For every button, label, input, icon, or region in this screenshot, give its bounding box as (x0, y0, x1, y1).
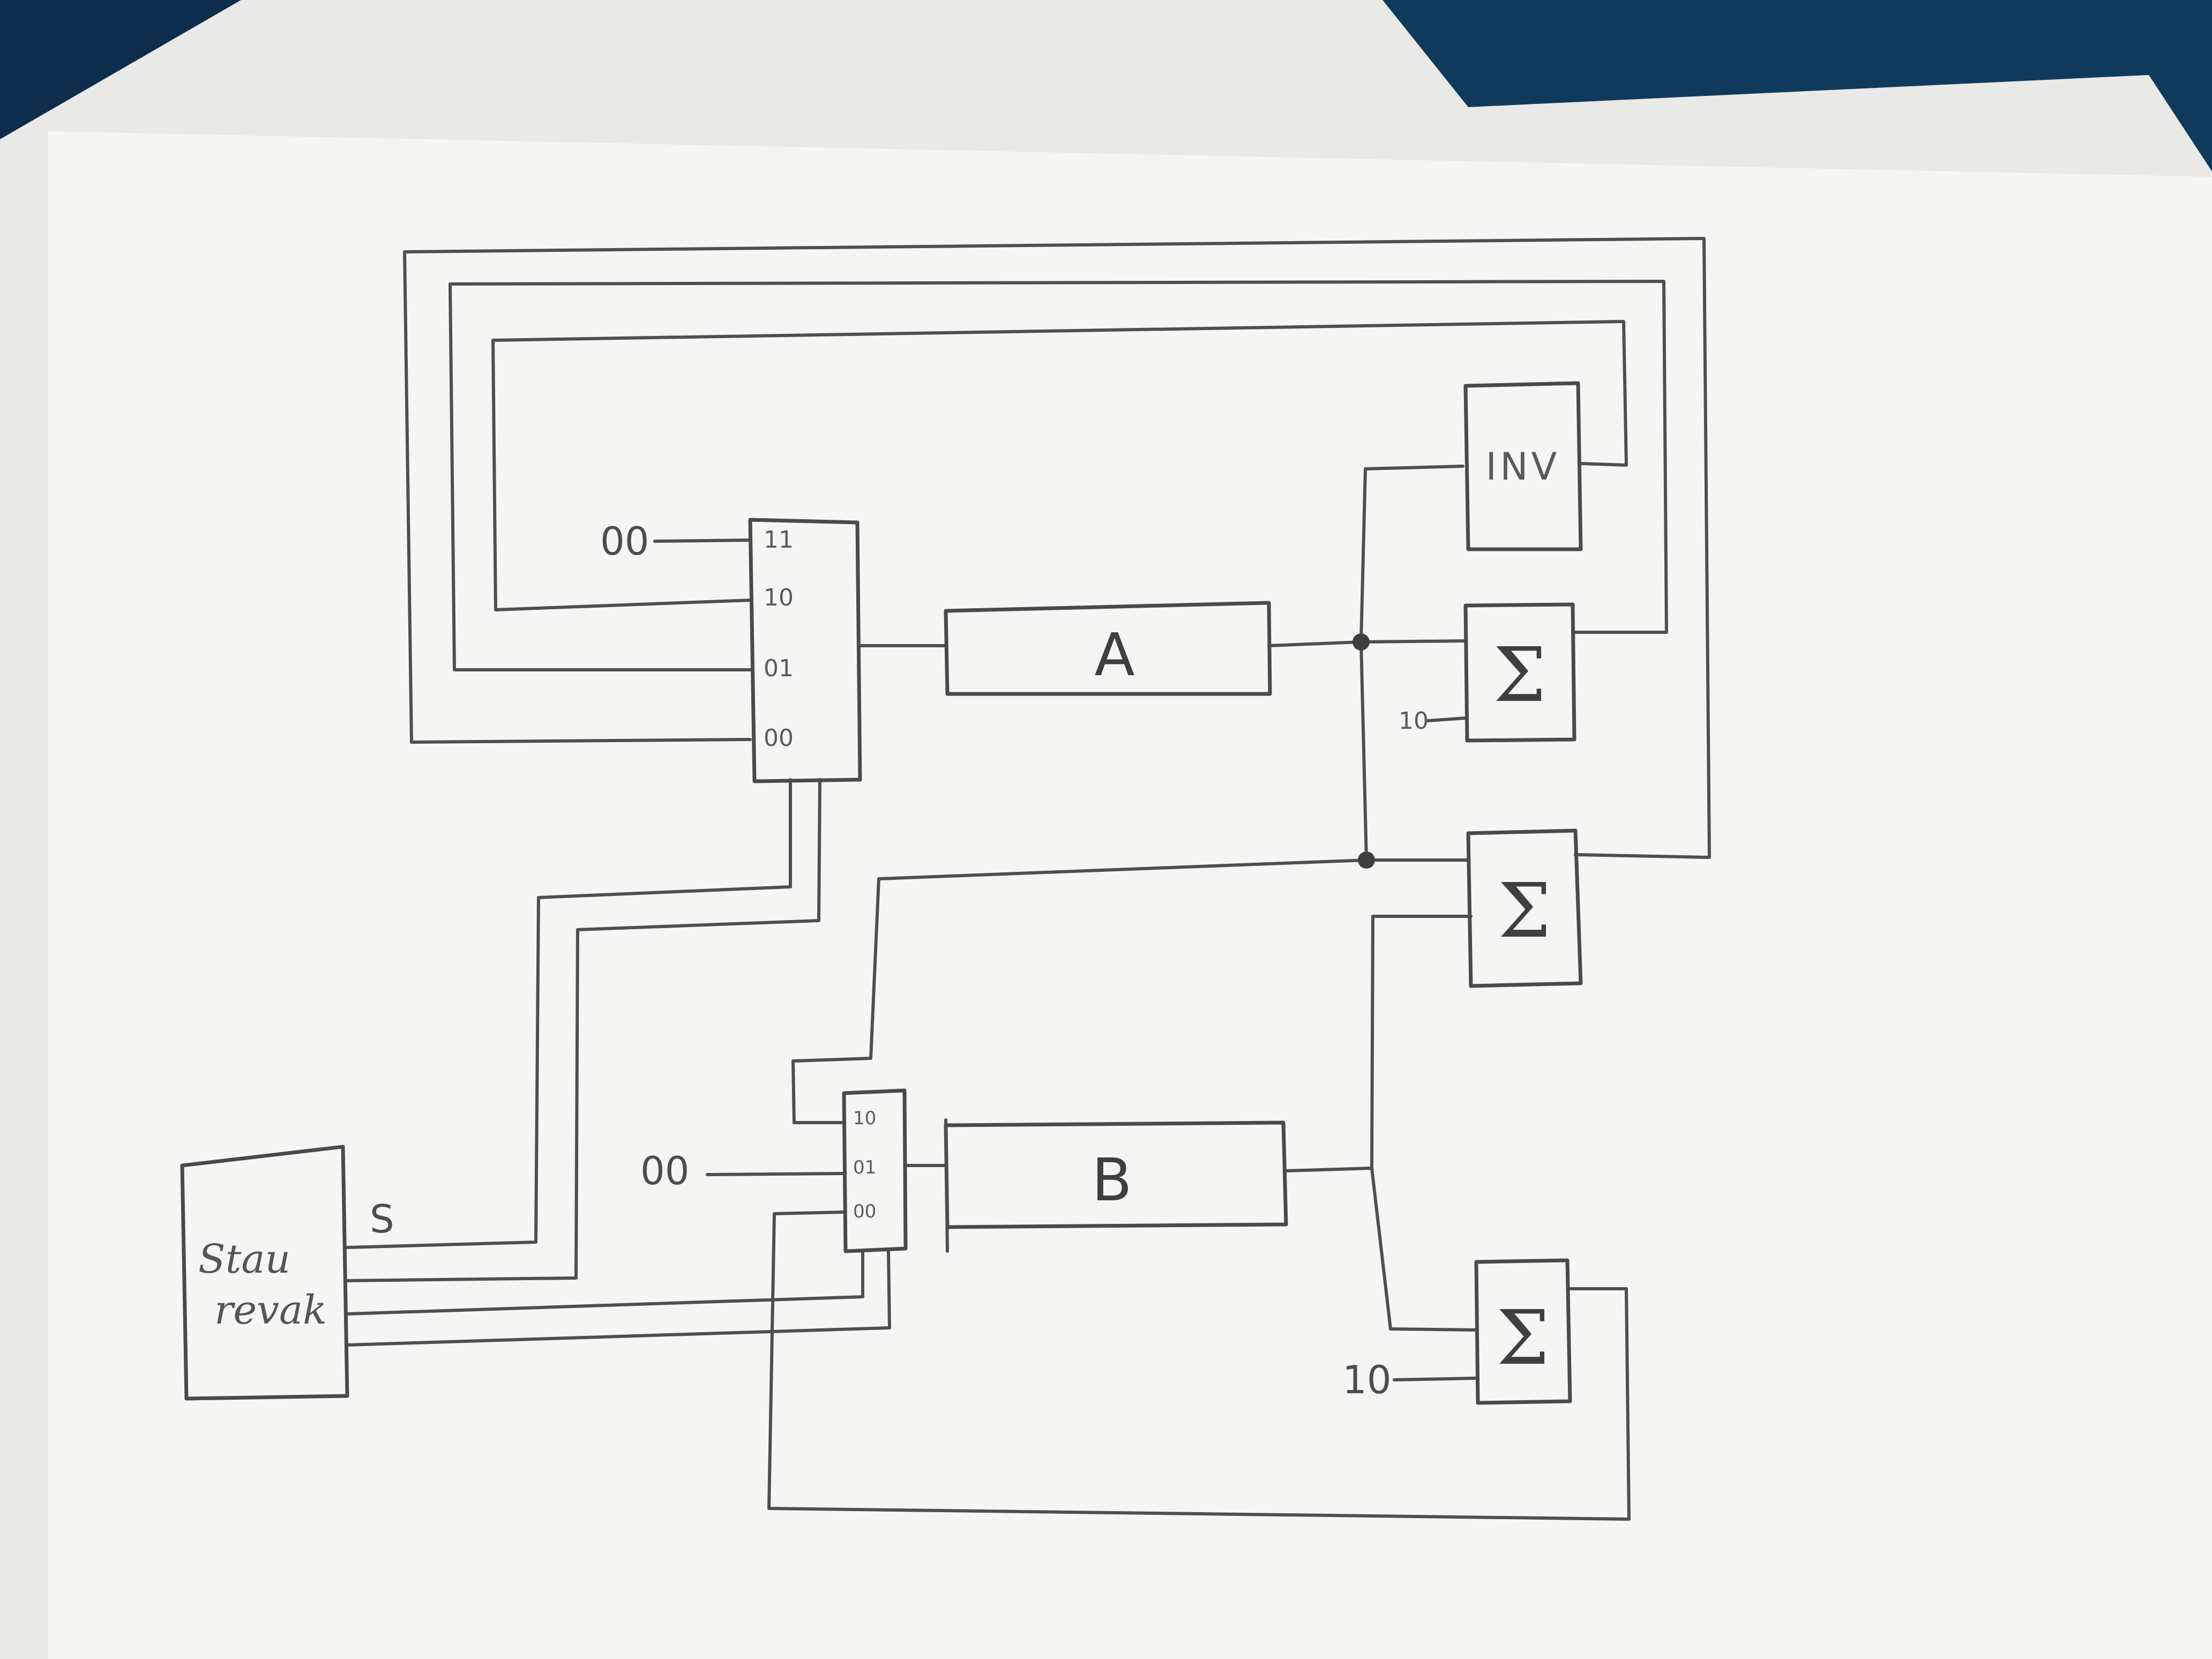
mux-a-input-01: 01 (764, 655, 794, 682)
wire-ctrl-to-mux-b-sel-1 (346, 1250, 864, 1316)
inverter: INV (1463, 381, 1583, 551)
wire-const-to-sum3 (1393, 1377, 1478, 1381)
wire-const-to-mux-a-11 (653, 539, 752, 543)
register-b-label: B (1092, 1146, 1132, 1214)
wire-inv-to-mux-a-10 (491, 320, 1628, 611)
wire-to-mux-b-10 (791, 877, 880, 1124)
mux-b-input-01: 01 (853, 1157, 876, 1178)
junction-dot (1358, 851, 1375, 869)
wire-ctrl-to-mux-a-sel-1 (346, 778, 792, 1249)
adder-3-const-input: 10 (1342, 1357, 1392, 1402)
wire-reg-b-out (1284, 1167, 1373, 1172)
wire-bus-to-inv (1364, 465, 1464, 470)
adder-2: Σ (1466, 828, 1583, 988)
mux-b-input-10: 10 (853, 1108, 876, 1129)
wire-ctrl-to-mux-b-sel-2 (346, 1250, 891, 1347)
wire-const-to-mux-b-01 (706, 1172, 846, 1176)
controller: Stau revak (180, 1145, 349, 1401)
mux-a-input-10: 10 (764, 584, 794, 611)
adder-3-symbol: Σ (1497, 1295, 1550, 1382)
mux-a-input-11: 11 (764, 526, 794, 554)
register-a: A (944, 601, 1272, 696)
adder-3: Σ (1474, 1258, 1572, 1405)
adder-2-symbol: Σ (1498, 868, 1551, 955)
junction-dot (1352, 633, 1370, 651)
inverter-label: INV (1486, 445, 1560, 489)
mux-a: 11 10 01 00 (748, 518, 862, 783)
mux-b-const-input: 00 (640, 1148, 690, 1193)
wire-b-bus (1370, 915, 1478, 1332)
wire-bus-to-sum1 (1359, 639, 1467, 644)
register-a-label: A (1094, 621, 1134, 689)
wire-const-to-sum1 (1426, 716, 1467, 722)
mux-a-const-input: 00 (600, 519, 649, 564)
wire-sum1-to-mux-a-01 (449, 280, 1668, 671)
mux-b-input-00: 00 (853, 1201, 876, 1222)
wire-reg-a-out (1267, 640, 1363, 647)
adder-1: Σ (1463, 602, 1576, 743)
mux-b: 10 01 00 (842, 1088, 908, 1253)
register-b: B (944, 1118, 1288, 1253)
mux-a-input-00: 00 (764, 724, 794, 752)
wire-sum2-to-mux-a-00 (403, 237, 1711, 859)
adder-1-const-input: 10 (1399, 707, 1429, 735)
adder-1-symbol: Σ (1493, 632, 1546, 719)
controller-label-line2: revak (214, 1287, 327, 1333)
controller-signal-s: S (370, 1197, 394, 1242)
wire-sum3-to-mux-b-00 (767, 1210, 1631, 1521)
controller-label-line1: Stau (198, 1236, 290, 1282)
paper-sheet (48, 131, 2212, 1659)
dark-corner-right (1382, 0, 2212, 171)
wire-ctrl-to-mux-a-sel-2 (346, 778, 821, 1282)
